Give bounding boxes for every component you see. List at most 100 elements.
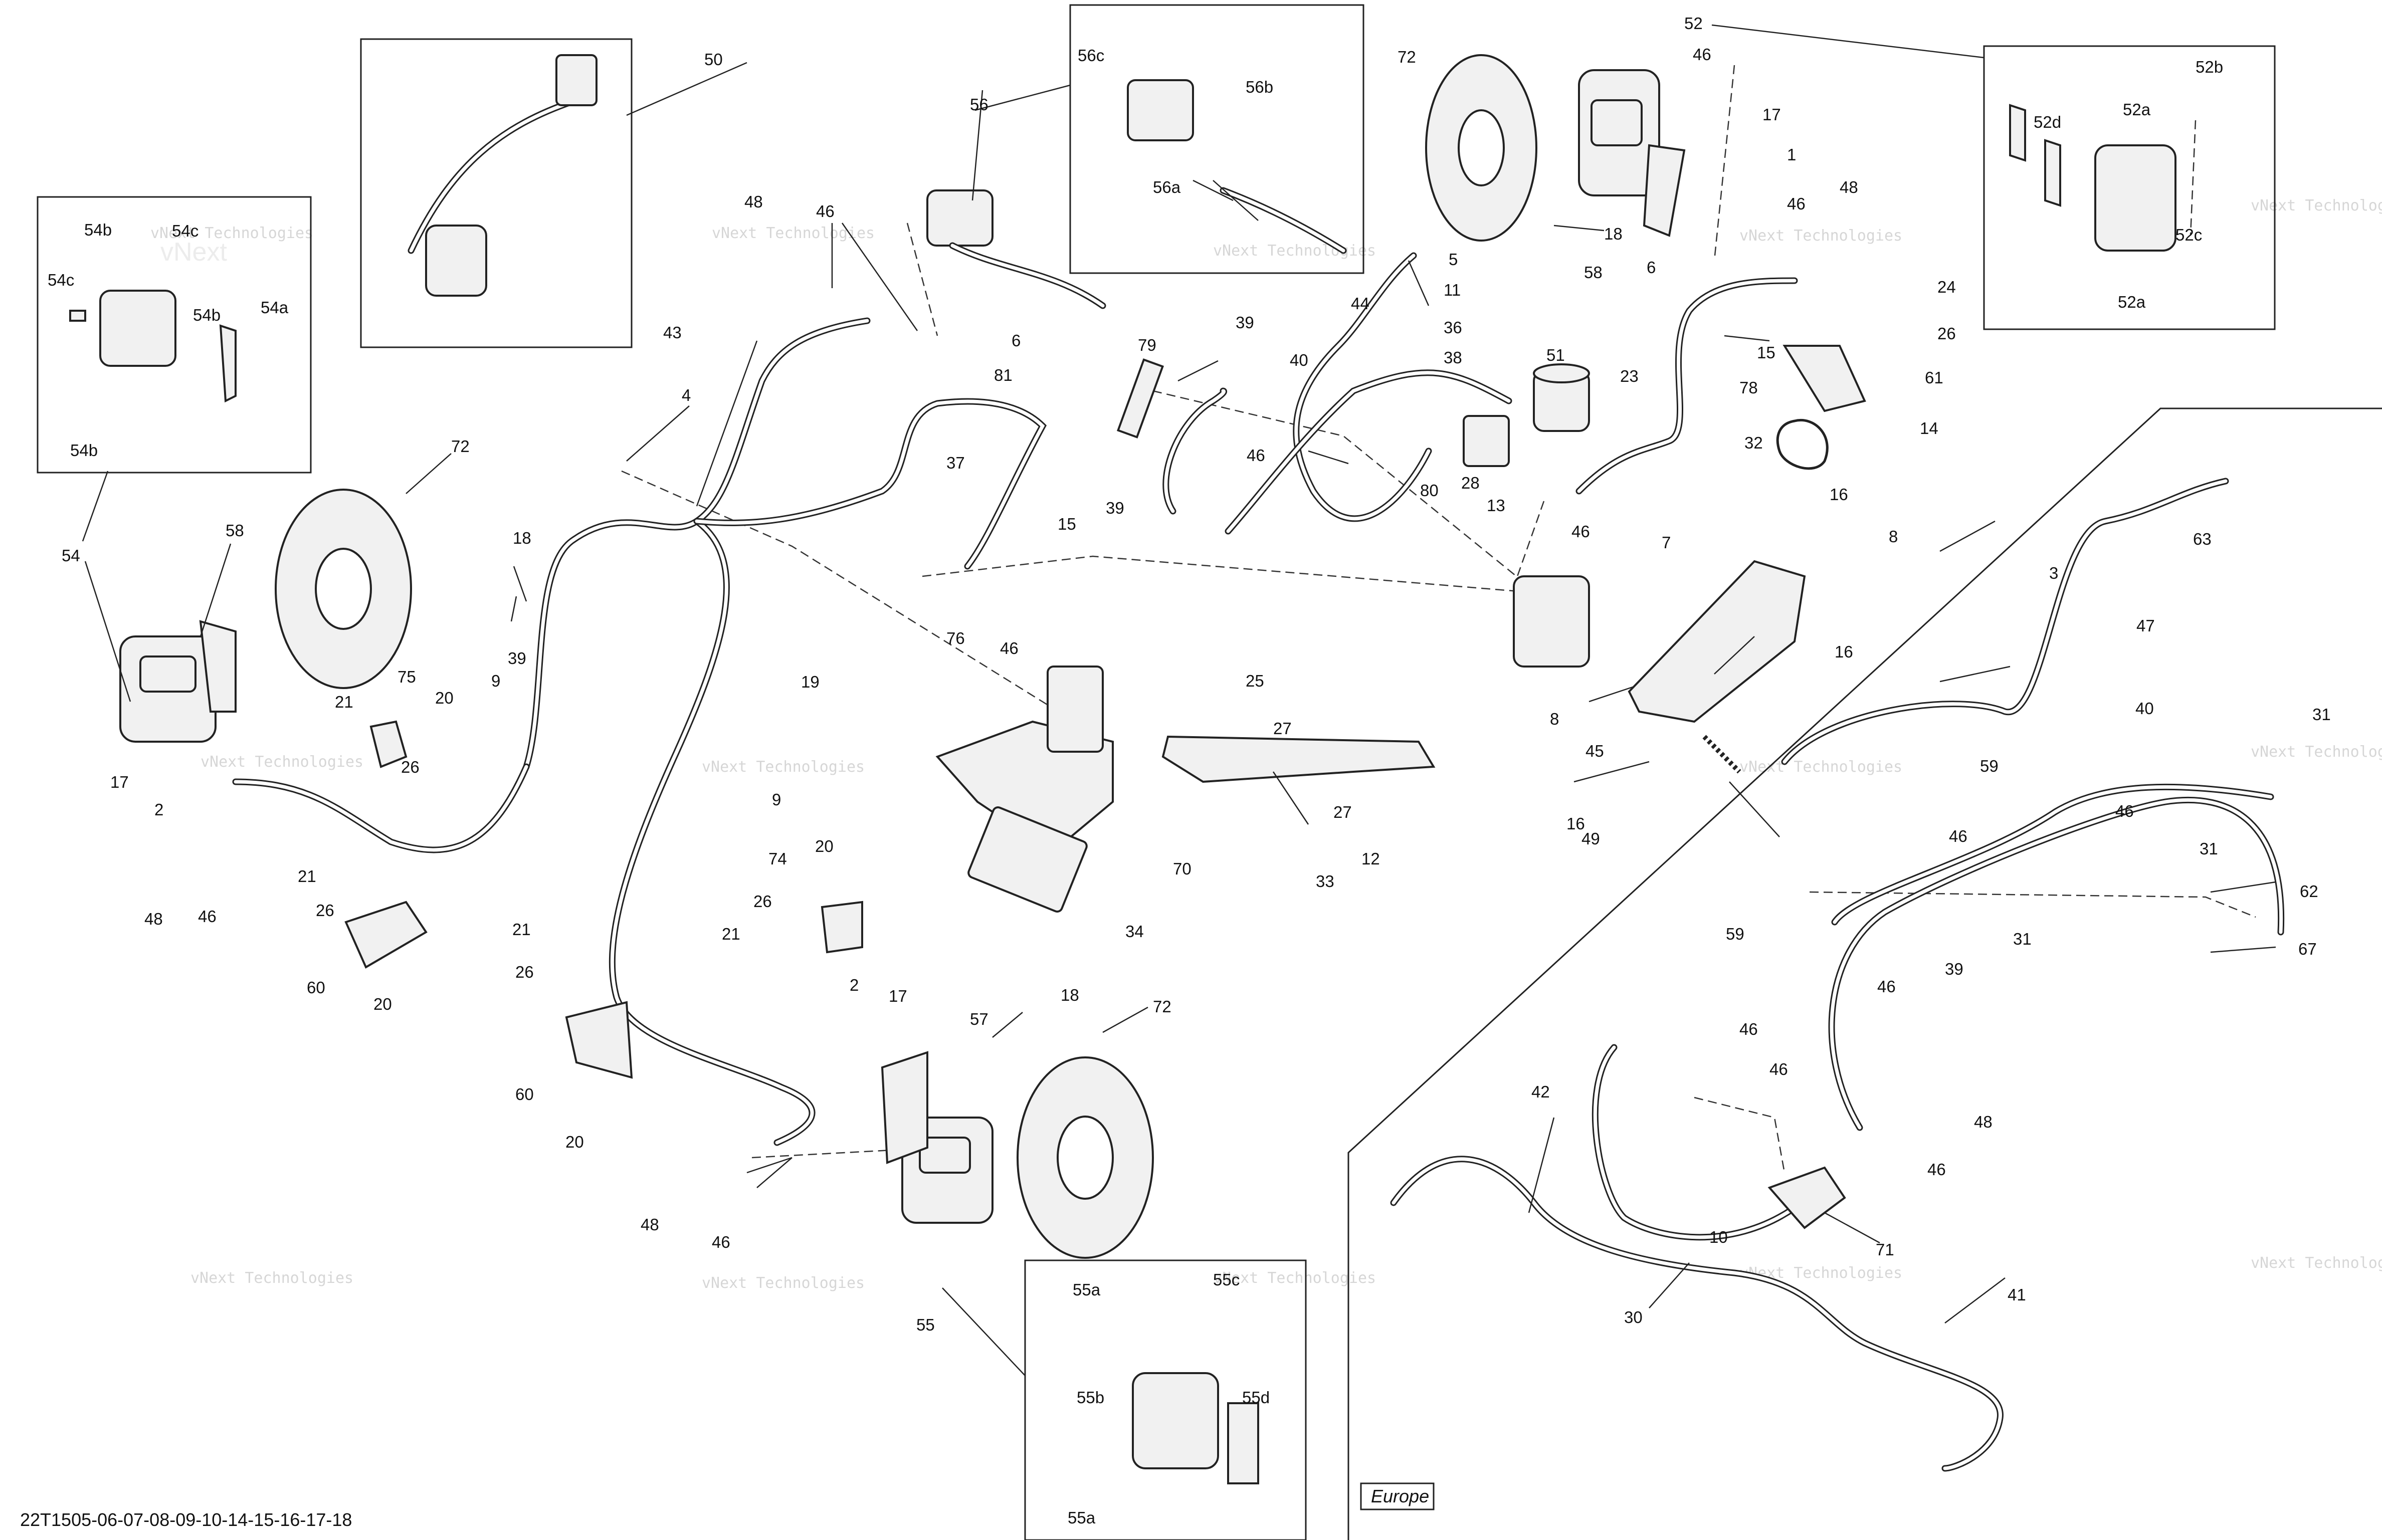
callout-16: 16	[1830, 485, 1848, 504]
callout-12: 12	[1361, 849, 1380, 868]
callout-48: 48	[144, 910, 163, 928]
callout-23: 23	[1620, 367, 1639, 385]
europe-label-box	[1360, 1482, 1435, 1510]
callout-11: 11	[1444, 281, 1461, 299]
europe-region-border	[1347, 407, 2382, 1540]
watermark-text: vNext Technologies	[201, 753, 363, 771]
callout-31: 31	[2200, 839, 2218, 858]
support-61	[1782, 345, 1866, 412]
callout-14: 14	[1920, 419, 1938, 437]
callout-54b: 54b	[70, 441, 98, 460]
brake-discs	[275, 54, 1537, 1259]
rear-master-cylinder	[1513, 575, 1590, 668]
callout-40: 40	[2135, 699, 2154, 718]
watermark-text: vNext Technologies	[150, 225, 313, 242]
callout-80: 80	[1420, 481, 1439, 500]
callout-56a: 56a	[1153, 178, 1181, 196]
callout-20: 20	[435, 689, 454, 707]
brake-hoses	[232, 97, 2285, 1472]
callout-51: 51	[1546, 346, 1565, 364]
callout-41: 41	[2008, 1285, 2026, 1304]
callout-30: 30	[1624, 1308, 1643, 1327]
watermark-text: vNext Technologies	[190, 1269, 353, 1287]
callout-44: 44	[1351, 294, 1369, 313]
callout-54c: 54c	[48, 271, 74, 289]
callout-46: 46	[2115, 802, 2134, 820]
callout-72: 72	[451, 437, 470, 456]
pedal-bracket-45	[1628, 560, 1806, 723]
callout-15: 15	[1058, 515, 1076, 533]
callout-46: 46	[1949, 827, 1967, 845]
callout-20: 20	[565, 1133, 584, 1151]
callout-43: 43	[663, 323, 682, 342]
brake-caliper-inset-55	[1132, 1372, 1259, 1484]
callout-46: 46	[1927, 1160, 1946, 1179]
callout-3: 3	[2049, 564, 2058, 582]
callout-31: 31	[2312, 705, 2331, 724]
fluid-reservoir-51	[1533, 363, 1590, 432]
watermark-text: vNext Technologies	[2251, 1254, 2382, 1272]
protective-frame-34	[967, 806, 1088, 913]
callout-39: 39	[1106, 499, 1124, 517]
sleeve-79	[1116, 358, 1164, 438]
callout-55a: 55a	[1073, 1280, 1101, 1299]
guard-74	[821, 901, 863, 954]
callout-52a: 52a	[2118, 293, 2146, 311]
watermark-text: vNext Technologies	[712, 225, 875, 242]
callout-46: 46	[816, 202, 835, 221]
abs-module-bracket-70	[935, 666, 1114, 853]
callout-79: 79	[1138, 336, 1156, 354]
callout-58: 58	[1584, 263, 1603, 282]
reservoir-inset-50	[425, 54, 598, 297]
callout-40: 40	[1290, 351, 1308, 369]
watermark-text: vNext Technologies	[702, 1274, 865, 1292]
guard-60-lower	[565, 1001, 633, 1079]
callout-48: 48	[1974, 1113, 1993, 1131]
callout-15: 15	[1757, 343, 1775, 362]
watermark-text: vNext Technologies	[702, 758, 865, 776]
inset-box-56	[1069, 4, 1364, 274]
brake-pedal-33	[1161, 735, 1436, 783]
callout-52b: 52b	[2196, 58, 2223, 76]
callout-9: 9	[491, 672, 500, 690]
callout-62: 62	[2300, 882, 2318, 901]
callout-71: 71	[1876, 1240, 1894, 1259]
callout-55b: 55b	[1077, 1388, 1104, 1407]
callout-8: 8	[1889, 527, 1898, 546]
callout-47: 47	[2136, 616, 2155, 635]
guard-60-upper	[344, 901, 428, 969]
callout-48: 48	[1840, 178, 1858, 196]
callout-58: 58	[226, 521, 244, 540]
callout-48: 48	[744, 192, 763, 211]
watermark-text: vNext Technologies	[1213, 242, 1376, 260]
callout-59: 59	[1726, 925, 1744, 943]
brake-caliper-left	[119, 620, 237, 743]
callout-16: 16	[1835, 642, 1853, 661]
callout-26: 26	[401, 758, 420, 776]
callout-36: 36	[1444, 318, 1462, 337]
bracket-75	[369, 720, 408, 768]
inset-box-52	[1983, 45, 2276, 330]
callout-55: 55	[916, 1315, 935, 1334]
callout-76: 76	[946, 629, 965, 647]
callout-20: 20	[373, 995, 392, 1013]
callout-52d: 52d	[2034, 113, 2061, 131]
callout-61: 61	[1925, 368, 1943, 387]
callout-46: 46	[1000, 639, 1019, 657]
callout-39: 39	[1236, 313, 1254, 332]
callout-6: 6	[1647, 258, 1656, 277]
components	[69, 54, 2176, 1484]
callout-27: 27	[1333, 803, 1352, 821]
callout-20: 20	[815, 837, 834, 855]
watermark-text: vNext Technologies	[2251, 197, 2382, 214]
brake-caliper-inset-52	[2009, 104, 2176, 252]
leader-lines	[82, 24, 2276, 1376]
callout-26: 26	[316, 901, 334, 920]
callout-33: 33	[1316, 872, 1334, 891]
callout-48: 48	[641, 1215, 659, 1234]
callout-6: 6	[1012, 331, 1021, 350]
watermark-text: vNext Technologies	[2251, 743, 2382, 761]
callout-60: 60	[515, 1085, 534, 1104]
callout-16: 16	[1566, 814, 1585, 833]
callout-54b: 54b	[193, 306, 221, 324]
